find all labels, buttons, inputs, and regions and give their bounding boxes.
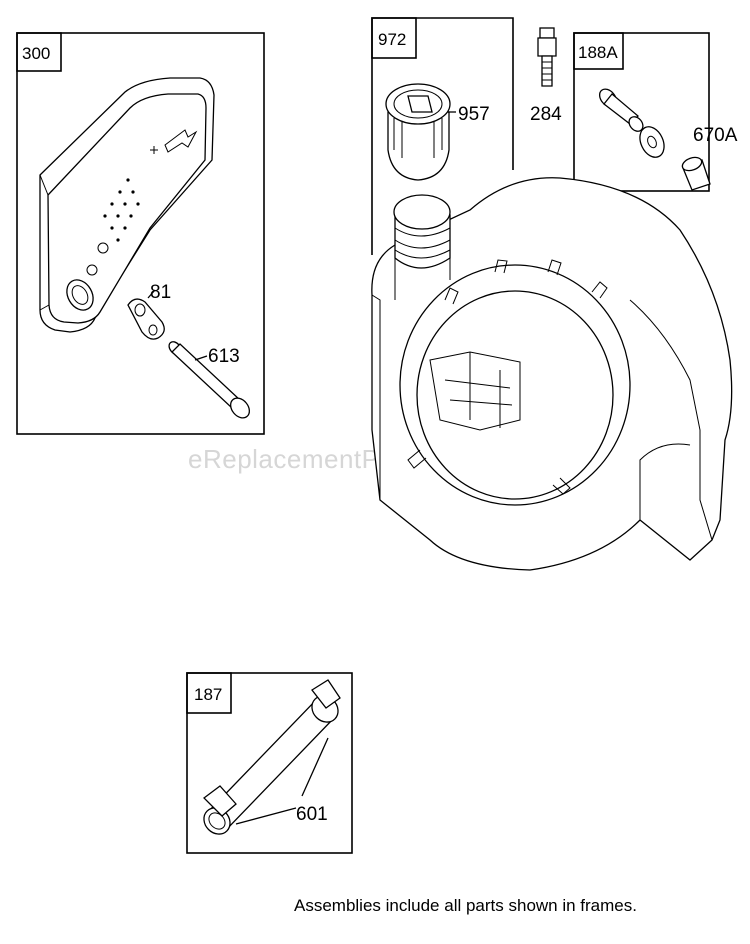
bolt-assembly-frame: 188A [573,32,710,192]
callout-284: 284 [530,104,562,125]
frame-label-972: 972 [378,30,406,49]
muffler-part [39,77,215,333]
callout-670A: 670A [693,125,738,146]
frame-label-300: 300 [22,44,50,63]
callout-601: 601 [296,804,328,825]
callout-613: 613 [208,346,240,367]
muffler-bolt-part [168,341,251,419]
fuel-cap-assembly-frame: 972 957 [371,17,514,255]
assemblies-footnote: Assemblies include all parts shown in fr… [294,896,637,915]
frame-label-187: 187 [194,685,222,704]
clamp-part [203,679,341,817]
callout-81: 81 [150,282,171,303]
muffler-assembly-frame: 300 [16,32,265,435]
fuel-cap-part [385,83,451,181]
gasket-part [127,298,165,340]
bolt-part [598,88,644,132]
callout-957: 957 [458,104,490,125]
washer-part [639,126,665,158]
tube-assembly-frame: 187 [186,672,353,854]
fitting-part [537,27,557,87]
muffler-vent-dots [103,178,140,242]
fuel-tank-housing-part [371,177,733,571]
frame-label-188A: 188A [578,43,618,62]
spacer-part [681,156,711,191]
